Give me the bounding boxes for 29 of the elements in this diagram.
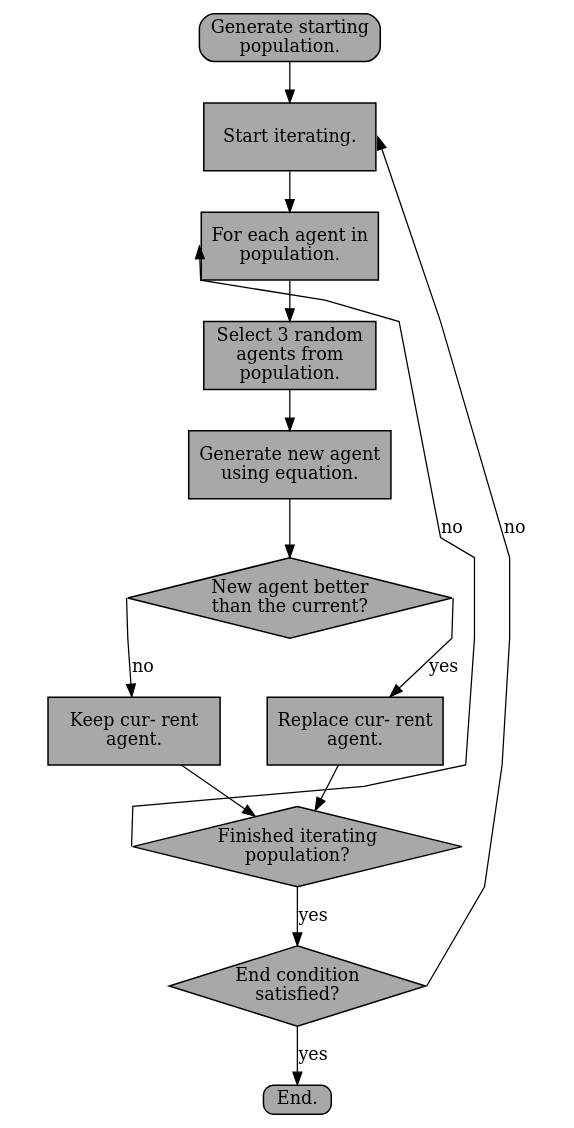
node-box: Start iterating.: [203, 102, 377, 172]
edge-label: yes: [298, 904, 328, 925]
arrow: [377, 135, 511, 987]
node-box: Generate new agent using equation.: [187, 430, 392, 500]
arrow: [284, 389, 296, 433]
arrow: [284, 170, 296, 215]
edge-label: yes: [298, 1044, 328, 1065]
arrow: [180, 764, 257, 818]
node-box: Generate starting population.: [198, 13, 382, 63]
arrow: [284, 280, 296, 324]
node-diamond: New agent better than the current?: [127, 556, 453, 639]
node-box: End.: [262, 1084, 333, 1115]
arrow: [292, 1026, 303, 1087]
edge-label: no: [440, 516, 463, 537]
arrow: [130, 244, 476, 848]
edge-label: yes: [429, 656, 459, 677]
edge-label: no: [131, 656, 154, 677]
edge-label: no: [503, 516, 526, 537]
node-box: Keep cur- rent agent.: [47, 696, 221, 766]
node-diamond: End condition satisfied?: [166, 945, 428, 1028]
arrow: [284, 498, 296, 560]
arrow: [314, 764, 340, 813]
node-box: Select 3 random agents from population.: [203, 320, 377, 391]
arrow: [125, 597, 137, 699]
arrow: [292, 886, 303, 948]
arrow: [388, 597, 454, 699]
node-box: Replace cur- rent agent.: [266, 696, 444, 766]
arrow: [284, 61, 296, 105]
node-box: For each agent in population.: [200, 211, 380, 281]
